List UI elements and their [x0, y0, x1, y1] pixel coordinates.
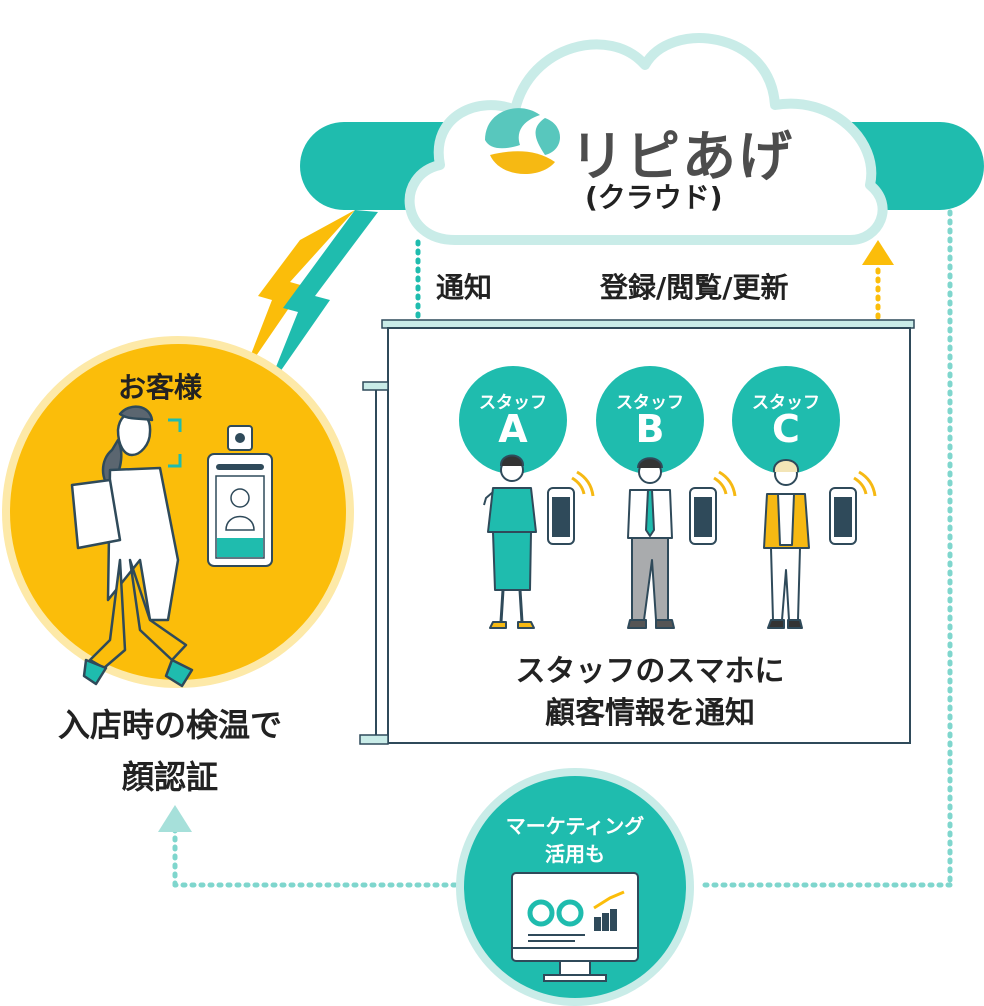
customer-title: お客様 — [118, 371, 203, 404]
cloud-shape — [404, 33, 888, 245]
staff-b-badge — [596, 366, 704, 474]
customer-figure — [70, 405, 194, 688]
staff-a-label: スタッフ — [479, 393, 547, 413]
register-label: 登録/閲覧/更新 — [600, 271, 789, 304]
board-caption-line2: 顧客情報を通知 — [545, 696, 755, 731]
board-caption-line1: スタッフのスマホに — [515, 654, 785, 689]
register-arrow-icon — [862, 240, 894, 265]
staff-b-label: スタッフ — [616, 393, 684, 413]
phone-a-icon — [547, 470, 595, 545]
staff-c-label: スタッフ — [752, 393, 820, 413]
phone-b-icon — [689, 470, 737, 545]
download-bolt — [266, 210, 378, 392]
staff-a-letter: A — [498, 407, 528, 451]
marketing-line2: 活用も — [545, 842, 605, 866]
customer-caption-line2: 顔認証 — [121, 758, 218, 796]
notify-label: 通知 — [436, 271, 493, 304]
staff-b-letter: B — [635, 407, 665, 451]
kiosk-icon — [207, 425, 273, 567]
brand-subtitle: (クラウド) — [585, 181, 723, 214]
face-scan-icon — [168, 418, 182, 468]
brand-name: リピあげ — [570, 125, 794, 188]
monitor-icon — [511, 872, 639, 982]
staff-a-figure — [483, 454, 537, 629]
staff-c-figure — [763, 459, 810, 629]
return-arrow-icon — [158, 805, 192, 832]
staff-b-figure — [627, 457, 675, 629]
staff-a-badge — [459, 366, 567, 474]
staff-c-letter: C — [772, 407, 800, 451]
staff-c-badge — [732, 366, 840, 474]
marketing-line1: マーケティング — [505, 814, 645, 838]
customer-caption-line1: 入店時の検温で — [57, 706, 282, 744]
brand-logo-icon — [485, 108, 560, 175]
phone-c-icon — [829, 470, 877, 545]
